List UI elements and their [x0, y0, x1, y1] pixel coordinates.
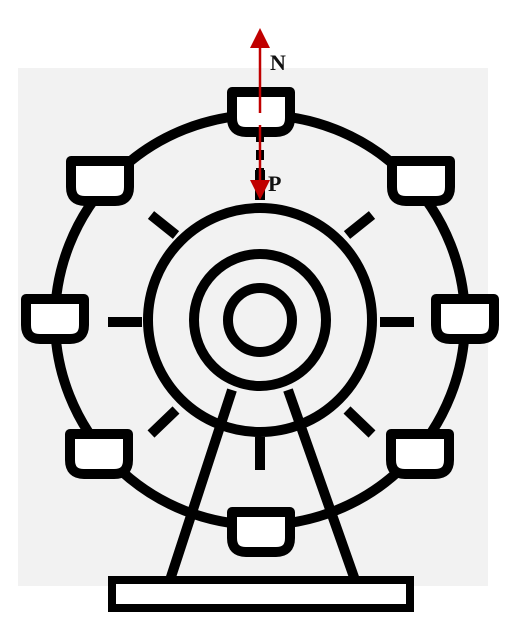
gondola-right — [436, 299, 494, 339]
gondola-lower-left — [70, 434, 128, 474]
label-n: N — [270, 50, 286, 75]
base-platform — [112, 580, 410, 608]
gondola-lower-right — [391, 434, 449, 474]
gondola-upper-right — [392, 161, 450, 201]
gondola-upper-left — [71, 161, 129, 201]
gondola-left — [26, 299, 84, 339]
label-p: P — [268, 171, 281, 196]
gondola-bottom — [232, 512, 290, 552]
